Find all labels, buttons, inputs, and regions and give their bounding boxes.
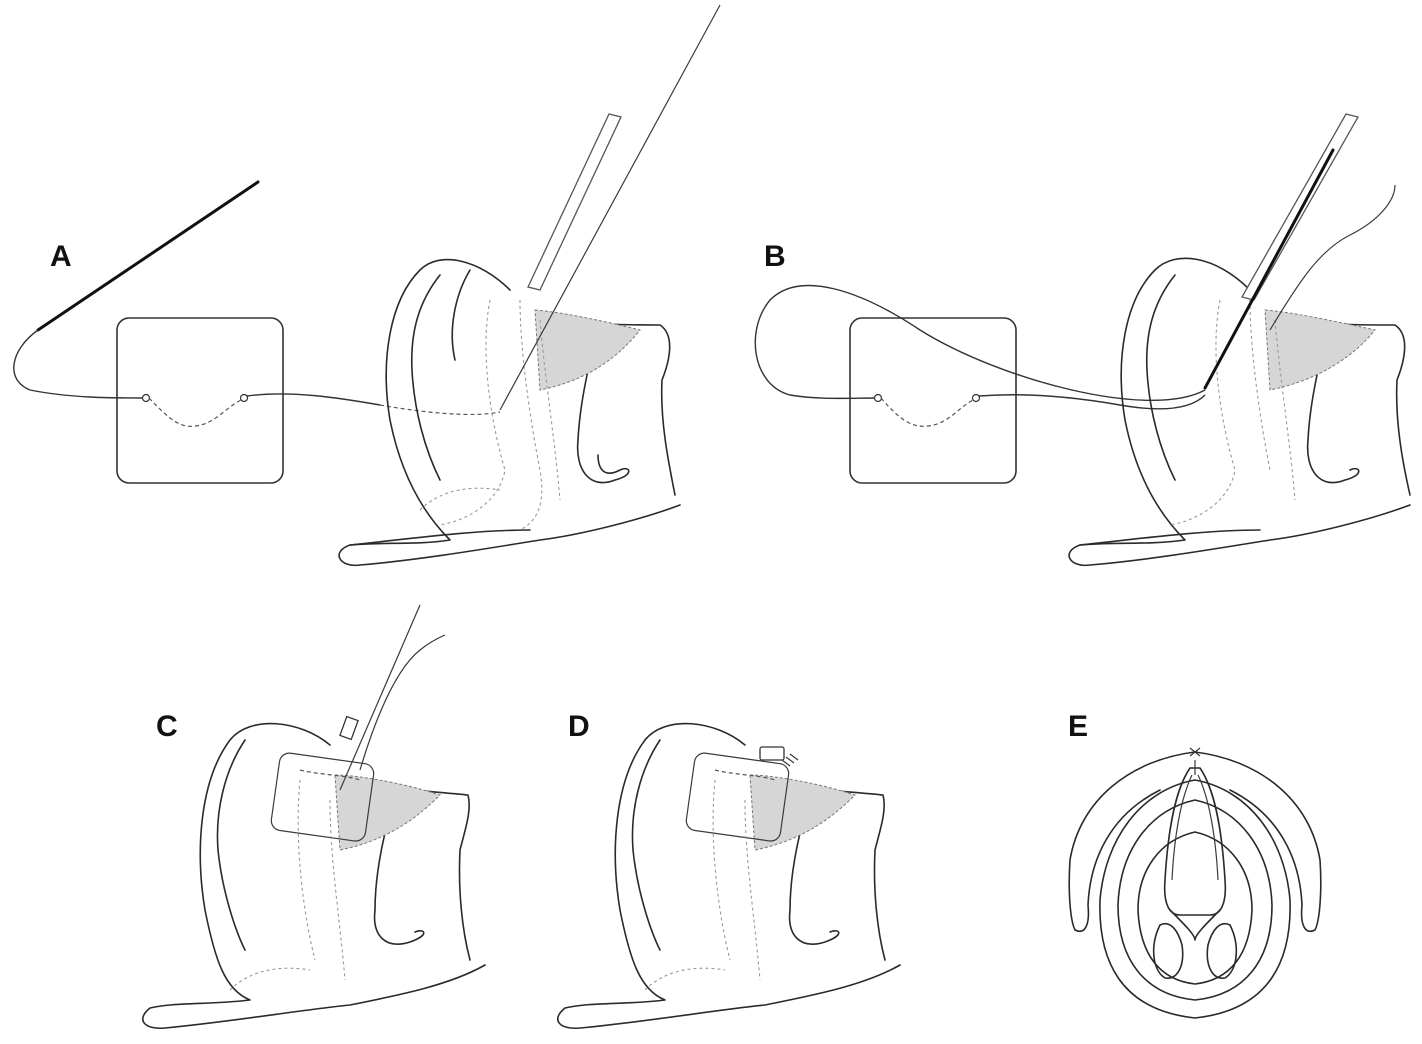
panel-label-c: C: [156, 710, 178, 743]
implant-d: [685, 752, 790, 842]
suture-a-left: [13, 329, 146, 399]
larynx-outline-d: [557, 722, 901, 1030]
suture-b-loop: [754, 284, 1206, 401]
panel-c-drawing: [142, 604, 486, 1030]
outer-ring-e: [1099, 779, 1291, 1019]
larynx-outline-a: [338, 258, 681, 567]
guide-wire-b: [1269, 184, 1396, 331]
panel-b-drawing: [754, 113, 1411, 567]
implant-c: [270, 752, 375, 842]
panel-label-a: A: [50, 240, 72, 273]
arytenoid-left-e: [1152, 923, 1184, 979]
shaded-region-d: [749, 774, 856, 851]
panel-label-d: D: [568, 710, 590, 743]
cannula-a: [527, 113, 622, 291]
cannula-b: [1241, 113, 1359, 301]
panel-label-b: B: [764, 240, 786, 273]
panel-label-e: E: [1068, 710, 1089, 743]
guide-wire-a: [499, 4, 721, 411]
shaded-region-b: [1264, 309, 1376, 391]
skin-pad-b: [849, 317, 1017, 484]
panel-a-drawing: [13, 4, 721, 567]
larynx-outline-b: [1068, 257, 1411, 567]
panel-d-drawing: [557, 722, 901, 1030]
epiglottis-left-e: [1068, 751, 1196, 932]
panel-e-drawing: [1068, 747, 1322, 1019]
shaded-region-c: [334, 774, 441, 851]
glottis-e: [1163, 767, 1227, 916]
skin-pad-a: [116, 317, 284, 484]
epiglottis-right-e: [1194, 751, 1322, 932]
larynx-outline-c: [142, 722, 486, 1030]
needle-b: [1203, 148, 1335, 390]
tied-knot-d: [759, 746, 785, 761]
needle-a: [36, 180, 260, 332]
suture-clip-c: [339, 715, 359, 741]
shaded-region-a: [534, 309, 641, 391]
arytenoid-right-e: [1206, 923, 1238, 979]
